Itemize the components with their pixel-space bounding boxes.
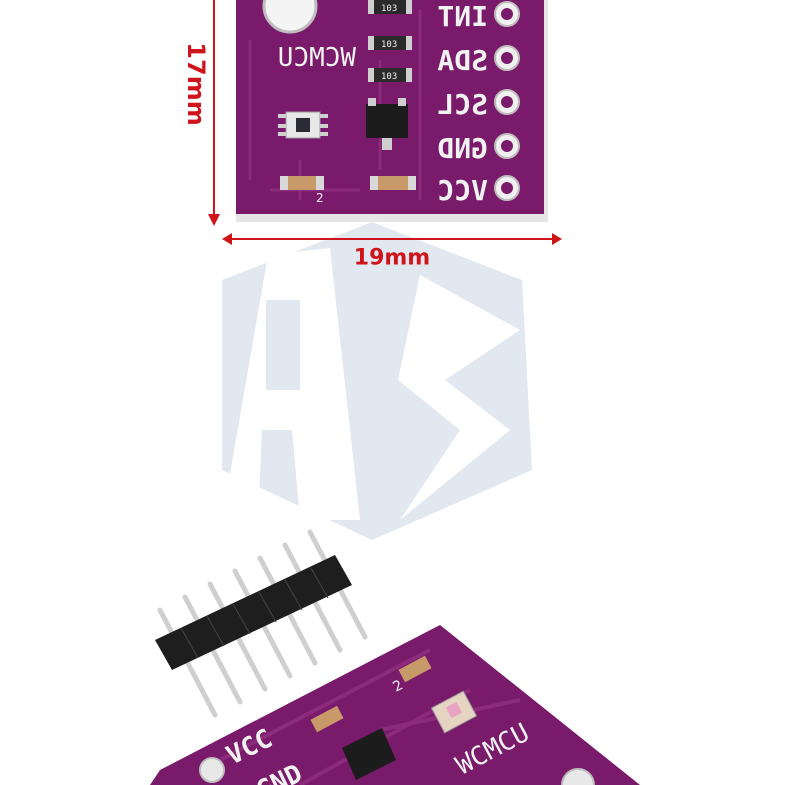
bottom-sensor-chip [430,690,478,734]
mount-hole [199,757,225,783]
bottom-regulator [342,728,396,780]
watermark-logo [222,222,532,540]
width-dimension-label: 19mm [353,245,431,271]
sensor-chip [278,111,328,139]
pin-label-scl: SCL [437,88,488,121]
dimension-lines [208,0,562,245]
bottom-capacitor [310,655,432,733]
resistor-code: 103 [381,40,397,50]
pin-header [155,529,368,718]
pin-label-vcc: VCC [437,174,488,207]
mount-hole [561,768,595,785]
mount-hole [262,0,318,34]
pin-label-gnd: GND [437,132,488,165]
capacitors [280,176,416,190]
resistors [368,0,412,82]
pin-label-sda: SDA [437,44,488,77]
pin-label-int: INT [437,0,488,33]
top-marking: 2 [316,191,324,205]
top-board: INT SDA SCL GND VCC WCMCU 103 103 103 [236,0,548,222]
height-dimension-label: 17mm [182,42,210,126]
regulator [366,98,408,150]
bottom-board: VCC GND WCMCU 2 [150,625,640,785]
resistor-code: 103 [381,4,397,14]
resistor-code: 103 [381,72,397,82]
top-brand-label: WCMCU [278,43,356,73]
